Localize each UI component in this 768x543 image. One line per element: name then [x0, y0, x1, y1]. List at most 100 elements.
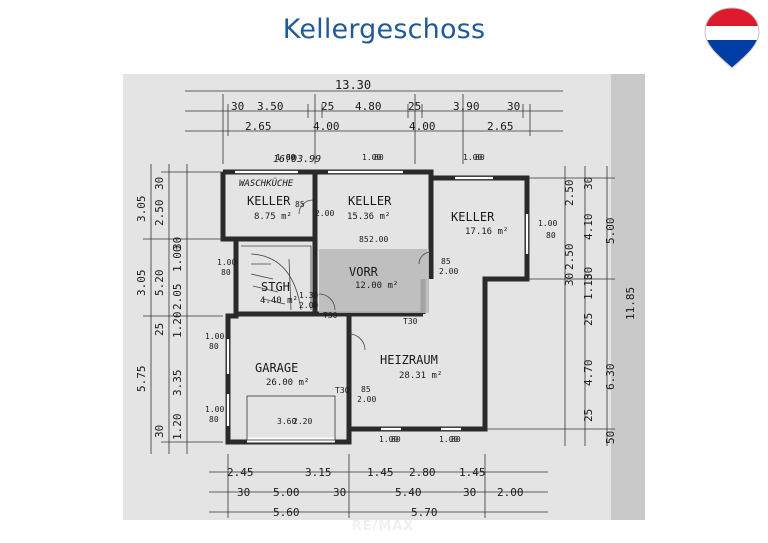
label-o9b: 80	[451, 435, 461, 444]
dim-bottom-1: 2.45	[227, 466, 254, 479]
remax-watermark: RE/MAX	[351, 519, 415, 534]
label-o1: 1.00	[276, 153, 295, 162]
dim-overall-depth: 11.85	[624, 287, 637, 320]
dim-left-inner-3: 2.05	[171, 284, 184, 311]
room-area-keller-2: 15.36 m²	[347, 212, 390, 222]
label-d8: T30	[335, 386, 350, 395]
dim-right-mid-1: 2.50	[563, 180, 576, 207]
dim-right-outer-2: 4.10	[582, 214, 595, 241]
dim-bottom-6: 30	[237, 486, 250, 499]
dim-right-outer-3: 30	[582, 177, 595, 190]
opening-labels: 1.00 80 1.00 80 1.00 80 1.00 80 1.00 80 …	[205, 153, 557, 444]
dim-bottom-7: 5.00	[273, 486, 300, 499]
vorr-hatch	[319, 249, 429, 313]
label-d4: 1.30	[299, 291, 318, 300]
label-d1b: 2.00	[315, 209, 334, 218]
label-o3b: 80	[475, 153, 485, 162]
dim-right-mid-2: 2.50	[563, 244, 576, 271]
bottom-dimension-lines	[209, 454, 548, 518]
room-area-keller-1: 8.75 m²	[254, 212, 292, 222]
dim-top-6: 3.90	[453, 100, 480, 113]
floor-plan-drawing: 13.30 30 3.50 25 4.80 25 3.90 30 2.65 4.…	[135, 74, 645, 520]
right-dimension-lines	[485, 166, 615, 446]
label-o3: 1.00	[463, 153, 482, 162]
label-d2b: 2.00	[369, 235, 388, 244]
label-d3b: 2.00	[439, 267, 458, 276]
dim-left-inner-5: 3.35	[171, 370, 184, 397]
dim-bottom-13: 5.70	[411, 506, 438, 519]
dim-bottom-5: 1.45	[459, 466, 486, 479]
room-name-stgh: STGH	[261, 280, 290, 294]
dim-bottom-8: 30	[333, 486, 346, 499]
scan-shadow	[611, 74, 645, 520]
dim-top-10: 4.00	[409, 120, 436, 133]
label-o2b: 80	[374, 153, 384, 162]
room-area-garage: 26.00 m²	[266, 378, 309, 388]
dim-top-3: 25	[321, 100, 334, 113]
dim-top-11: 2.65	[487, 120, 514, 133]
label-d10b: 2.20	[293, 417, 312, 426]
label-o7: 1.00	[205, 405, 224, 414]
floor-plan: 13.30 30 3.50 25 4.80 25 3.90 30 2.65 4.…	[123, 74, 645, 520]
dim-right-outer-4: 30	[563, 273, 576, 286]
room-name-heizraum: HEIZRAUM	[380, 353, 438, 367]
dim-left-outer-2: 3.05	[135, 270, 148, 297]
left-dimension-lines	[143, 164, 223, 454]
room-name-keller-1: KELLER	[247, 194, 291, 208]
dim-overall-width: 13.30	[335, 78, 371, 92]
page-title: Kellergeschoss	[282, 14, 486, 45]
dim-top-7: 30	[507, 100, 520, 113]
dim-right-outer-1: 5.00	[604, 218, 617, 245]
dim-top-5: 25	[408, 100, 421, 113]
label-o6: 1.00	[205, 332, 224, 341]
room-area-stgh: 4.40 m²	[260, 296, 298, 306]
dim-right-mid-3: 30	[582, 267, 595, 280]
label-d10: 3.60	[277, 417, 296, 426]
dim-left-mid-5: 30	[153, 425, 166, 438]
label-o8: 1.00	[379, 435, 398, 444]
label-d6: T30	[323, 311, 338, 320]
dim-left-inner-6: 1.20	[171, 414, 184, 441]
dim-top-4: 4.80	[355, 100, 382, 113]
label-o7b: 80	[209, 415, 219, 424]
label-d1: 85	[295, 200, 305, 209]
label-o9: 1.00	[439, 435, 458, 444]
bottom-dimension-labels: 2.45 3.15 1.45 2.80 1.45 30 5.00 30 5.40…	[227, 466, 524, 519]
dim-right-mid-6: 4.70	[582, 360, 595, 387]
dim-left-outer-3: 5.75	[135, 366, 148, 393]
remax-balloon-logo	[704, 7, 760, 69]
label-d4b: 2.00	[299, 301, 318, 310]
dim-left-mid-1: 30	[153, 177, 166, 190]
top-dimension-lines	[185, 90, 563, 164]
room-name-vorr: VORR	[349, 265, 379, 279]
staircase	[241, 245, 312, 311]
label-d2: 85	[359, 235, 369, 244]
dim-top-8: 2.65	[245, 120, 272, 133]
dim-left-mid-2: 2.50	[153, 200, 166, 227]
label-o1b: 80	[286, 153, 296, 162]
dim-right-mid-7: 25	[582, 409, 595, 422]
dim-bottom-11: 2.00	[497, 486, 524, 499]
label-o2: 1.00	[362, 153, 381, 162]
dim-left-inner-1: 30	[171, 237, 184, 250]
window-openings	[226, 170, 529, 431]
dim-top-1: 30	[231, 100, 244, 113]
dim-bottom-12: 5.60	[273, 506, 300, 519]
dim-bottom-3: 1.45	[367, 466, 394, 479]
room-name-waschkueche: WASCHKÜCHE	[239, 178, 294, 189]
label-d3: 85	[441, 257, 451, 266]
dim-bottom-10: 30	[463, 486, 476, 499]
label-o5: 1.00	[217, 258, 236, 267]
dim-top-9: 4.00	[313, 120, 340, 133]
door-swings	[298, 199, 432, 351]
room-area-heizraum: 28.31 m²	[399, 371, 442, 381]
dim-left-inner-4: 1.20	[171, 312, 184, 339]
room-area-keller-3: 17.16 m²	[465, 227, 508, 237]
label-o5b: 80	[221, 268, 231, 277]
dim-left-mid-4: 5.20	[153, 270, 166, 297]
dim-right-outer-5: 6.30	[604, 364, 617, 391]
garage-door-outline	[246, 395, 336, 441]
label-o4b: 80	[546, 231, 556, 240]
dim-left-mid-3: 25	[153, 323, 166, 336]
dim-right-mid-4: 1.10	[582, 274, 595, 301]
